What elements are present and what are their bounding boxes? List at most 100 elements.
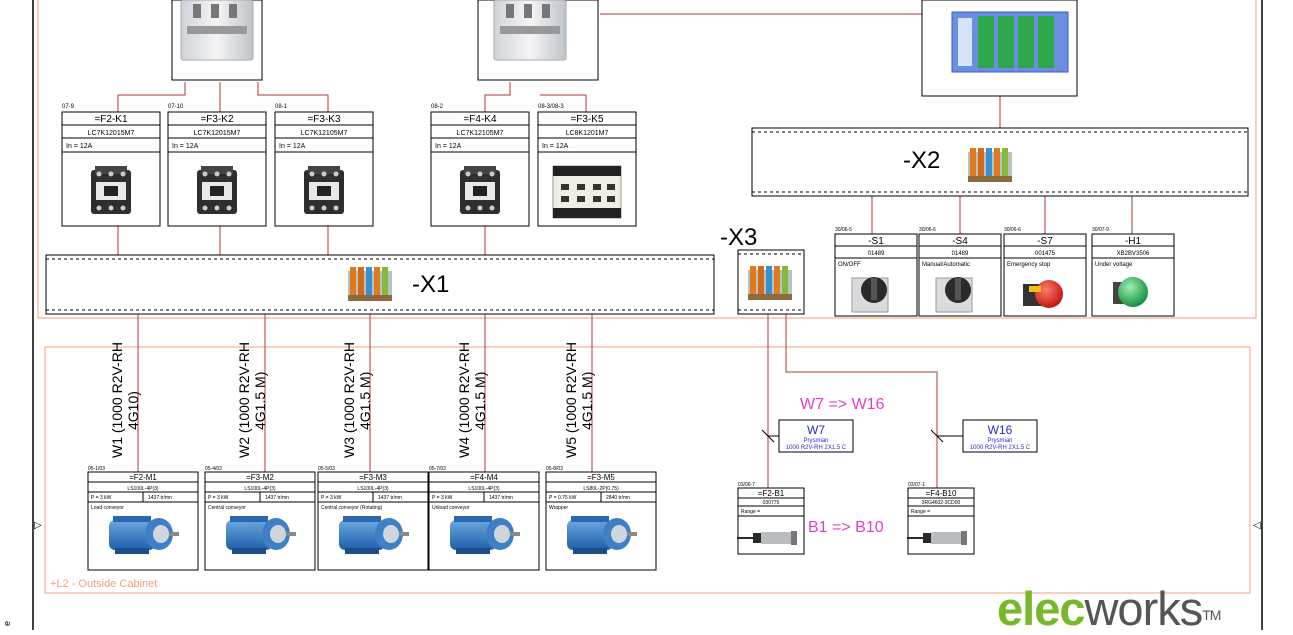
breaker-1 bbox=[171, 0, 263, 81]
motor-speed: 1437 tr/mn bbox=[148, 495, 172, 501]
device-part: XB2BV3506 bbox=[1117, 251, 1150, 257]
motor-tag: =F3-M2 bbox=[246, 473, 274, 482]
motor-ref: 05-4/03 bbox=[205, 466, 222, 472]
sensor-part: 3RG4602-3CD00 bbox=[922, 500, 961, 506]
breaker-2 bbox=[477, 0, 599, 81]
elecworks-logo: elecworksTM bbox=[997, 582, 1221, 635]
terminal-strip-x2: -X2 bbox=[751, 127, 1249, 197]
device-ref: 30/06-5 bbox=[835, 227, 852, 233]
cable-label-line1: W5 (1000 R2V-RH bbox=[563, 342, 579, 458]
contactor-ref: 08-1 bbox=[275, 104, 288, 110]
terminal-strip-x1: -X1 bbox=[45, 254, 715, 315]
sensor-ref: 03/06-7 bbox=[738, 482, 755, 488]
contactor-ref: 07-9 bbox=[62, 104, 75, 110]
motor-speed: 1437 tr/mn bbox=[265, 495, 289, 501]
motor-power: P = 3 kW bbox=[432, 495, 453, 501]
cable-label-line1: W2 (1000 R2V-RH bbox=[236, 342, 252, 458]
motor-desc: Central conveyor bbox=[208, 505, 246, 511]
contactor-icon bbox=[91, 166, 131, 214]
motor-speed: 2840 tr/mn bbox=[606, 495, 630, 501]
contactor-tag: =F3-K3 bbox=[307, 114, 341, 125]
device-part: 001475 bbox=[1035, 251, 1056, 257]
contactor-ref: 08-3/08-3 bbox=[538, 104, 564, 110]
motor-ref: 05-7/03 bbox=[429, 466, 446, 472]
sensor-part: 030775 bbox=[763, 500, 780, 506]
contactor-icon bbox=[460, 166, 500, 214]
terminal-strip-x1-label: -X1 bbox=[412, 271, 449, 298]
motor-speed: 1437 tr/mn bbox=[378, 495, 402, 501]
cable-label-line1: W1 (1000 R2V-RH bbox=[109, 342, 125, 458]
cable-label-line2: 4G1.5 M) bbox=[252, 372, 268, 430]
cable-label-line1: W4 (1000 R2V-RH bbox=[456, 342, 472, 458]
sensor-cable-maker: Prysmian bbox=[987, 438, 1012, 444]
contactor-icon bbox=[197, 166, 237, 214]
motor-ref: 05-8/03 bbox=[546, 466, 563, 472]
device-ref: 30/07-9 bbox=[1092, 227, 1109, 233]
svg-text:▷: ▷ bbox=[34, 520, 42, 531]
motor-part: LS100L-4P(3) bbox=[244, 486, 275, 492]
cable-label-line1: W3 (1000 R2V-RH bbox=[341, 342, 357, 458]
contactor-rating: In = 12A bbox=[279, 143, 306, 150]
cable-rename-note: W7 => W16 bbox=[800, 396, 885, 413]
device-ref: 30/06-6 bbox=[919, 227, 936, 233]
cable-label-line2: 4G10) bbox=[125, 391, 141, 430]
device-part: 01489 bbox=[952, 251, 969, 257]
sensor-rename-note: B1 => B10 bbox=[808, 519, 884, 536]
device-tag: -S1 bbox=[868, 236, 884, 247]
contactor-part: LC7K12105M7 bbox=[301, 130, 348, 137]
sensor-cable-spec: 1000 R2V-RH 2X1.5 C bbox=[970, 445, 1031, 451]
device-desc: Under voltage bbox=[1095, 262, 1133, 268]
emergency-stop-icon bbox=[1023, 280, 1063, 308]
contactor-tag: =F3-K2 bbox=[200, 114, 234, 125]
motor-part: LS80L-2P(0.75) bbox=[583, 486, 619, 492]
motor-desc: Load conveyor bbox=[91, 505, 124, 511]
wires bbox=[117, 13, 1133, 488]
motor-power: P = 3 kW bbox=[321, 495, 342, 501]
motor-tag: =F4-M4 bbox=[470, 473, 498, 482]
contactor-icon bbox=[304, 166, 344, 214]
contactor-tag: =F4-K4 bbox=[463, 114, 497, 125]
contactor-rating: In = 12A bbox=[435, 143, 462, 150]
device-tag: -S4 bbox=[952, 236, 968, 247]
contactor-rating: In = 12A bbox=[542, 143, 569, 150]
device-desc: Manual/Automatic bbox=[922, 262, 970, 268]
device-part: 01489 bbox=[868, 251, 885, 257]
svg-text:◁: ◁ bbox=[1253, 520, 1261, 531]
motor-desc: Unload conveyor bbox=[432, 505, 470, 511]
selector-switch-icon bbox=[935, 276, 973, 313]
selector-switch-icon bbox=[851, 276, 889, 313]
sensor-cable-spec: 1000 R2V-RH 2X1.5 C bbox=[786, 445, 847, 451]
sensor-cable-id: W7 bbox=[807, 423, 825, 437]
motor-desc: Wrapper bbox=[549, 505, 568, 511]
contactor-part: LC7K12015M7 bbox=[194, 130, 241, 137]
cable-label-line2: 4G1.5 M) bbox=[472, 372, 488, 430]
motor-power: P = 3 kW bbox=[208, 495, 229, 501]
contactor-ref: 07-10 bbox=[168, 104, 184, 110]
sensor-range: Range = bbox=[911, 509, 930, 515]
contactor-part: LC8K1201M7 bbox=[566, 130, 609, 137]
motor-tag: =F3-M5 bbox=[587, 473, 615, 482]
device-desc: Emergency stop bbox=[1007, 262, 1051, 268]
sensor-cable-id: W16 bbox=[988, 423, 1013, 437]
motor-ref: 05-1/03 bbox=[88, 466, 105, 472]
motor-desc: Central conveyor (Rotating) bbox=[321, 505, 382, 511]
plc-module bbox=[921, 0, 1078, 97]
contactor-tag: =F3-K5 bbox=[570, 114, 604, 125]
motor-speed: 1437 tr/mn bbox=[489, 495, 513, 501]
